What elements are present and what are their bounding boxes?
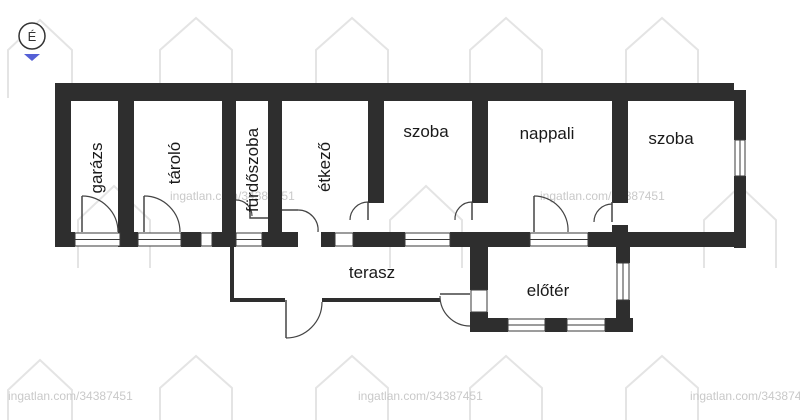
room-label-eloter: előtér [527, 281, 570, 300]
room-label-tarolo: tároló [165, 142, 184, 185]
watermark-text-4: ingatlan.com/34387451 [358, 389, 483, 403]
compass-label: É [28, 29, 37, 44]
doors [81, 195, 613, 339]
watermark-text-2: ingatlan.com/34387451 [540, 189, 665, 203]
room-label-szoba-2: szoba [648, 129, 694, 148]
north-arrow-icon: É [18, 22, 46, 61]
room-label-nappali: nappali [520, 124, 575, 143]
room-label-garazs: garázs [87, 142, 106, 193]
room-labels: garázs tároló fürdőszoba étkező szoba na… [87, 122, 694, 300]
room-label-szoba-1: szoba [403, 122, 449, 141]
room-label-furdoszoba: fürdőszoba [243, 127, 262, 212]
windows [74, 139, 746, 332]
room-label-etkezo: étkező [315, 142, 334, 192]
room-label-terasz: terasz [349, 263, 395, 282]
walls [55, 83, 746, 332]
watermark-text-3: ingatlan.com/34387451 [8, 389, 133, 403]
watermark-text-5: ingatlan.com/34387451 [690, 389, 800, 403]
